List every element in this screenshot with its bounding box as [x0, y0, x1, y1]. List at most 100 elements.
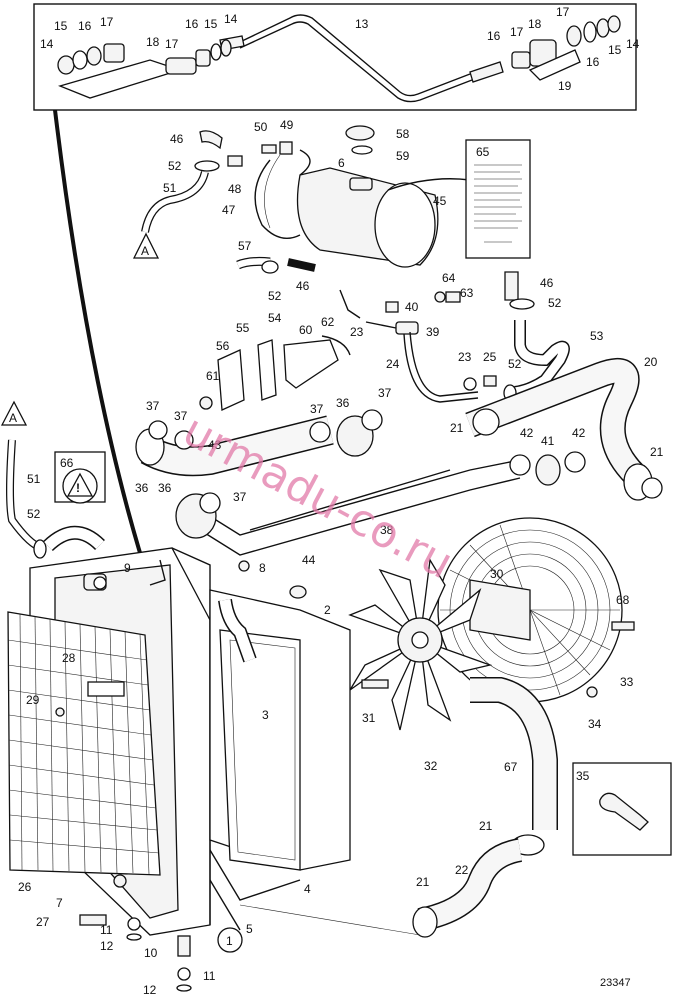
bracket-19	[528, 49, 581, 81]
callout-c52b: 52	[268, 289, 282, 303]
callout-c38: 38	[380, 523, 394, 537]
callout-c58: 58	[396, 127, 410, 141]
callout-c52e: 52	[27, 507, 41, 521]
bracket-56	[217, 349, 245, 411]
callout-c40: 40	[405, 300, 419, 314]
callout-c37d: 37	[378, 386, 392, 400]
callout-c36c: 36	[158, 481, 172, 495]
label-plate-text-lines	[474, 164, 522, 243]
callout-c7: 7	[56, 896, 63, 910]
elbow-46b	[287, 258, 316, 272]
pipe-13	[239, 14, 471, 97]
callout-c49: 49	[280, 118, 294, 132]
nut-17d	[566, 25, 582, 47]
detail-marker-a-left	[0, 400, 28, 426]
inset-pipe-assembly	[33, 3, 637, 111]
callout-c43: 43	[208, 438, 222, 452]
fan-group	[239, 517, 672, 938]
bolt-27	[79, 914, 107, 926]
callout-c15c: 15	[608, 43, 622, 57]
clamp-37b	[174, 430, 194, 450]
callout-c17b: 17	[165, 37, 179, 51]
callout-c33: 33	[620, 675, 634, 689]
callout-c52d: 52	[508, 357, 522, 371]
callout-c17c: 17	[510, 25, 524, 39]
left-hose-group	[6, 439, 106, 559]
callout-c51b: 51	[27, 472, 41, 486]
strap-47-inner	[264, 154, 281, 229]
callout-c14c: 14	[626, 37, 640, 51]
leader-line-22	[239, 904, 421, 936]
callout-c24: 24	[386, 357, 400, 371]
inset-frame	[33, 3, 637, 111]
callout-c62: 62	[321, 315, 335, 329]
clamp-52b	[261, 260, 279, 274]
screw-29	[55, 707, 65, 717]
callout-c20: 20	[644, 355, 658, 369]
callout-c14b: 14	[224, 12, 238, 26]
washer-12a	[126, 933, 142, 941]
pipe-24	[409, 331, 479, 397]
callout-c42a: 42	[520, 426, 534, 440]
callout-c61: 61	[206, 369, 220, 383]
callout-c19: 19	[558, 79, 572, 93]
clamp-23b	[463, 377, 477, 391]
seal-5	[209, 879, 241, 931]
clip-35	[599, 792, 649, 831]
callout-c64: 64	[442, 271, 456, 285]
callout-c36b: 36	[135, 481, 149, 495]
callout-c51a: 51	[163, 181, 177, 195]
clamp-21a	[472, 408, 500, 436]
elbow-46c	[504, 271, 519, 301]
detail-marker-a-left-label: A	[9, 411, 17, 425]
callout-c11b: 11	[203, 969, 216, 983]
seal-4	[209, 849, 301, 901]
callout-c42b: 42	[572, 426, 586, 440]
callout-c68: 68	[616, 593, 630, 607]
bracket-group	[199, 289, 570, 411]
callout-circle-1	[217, 927, 243, 953]
nut-49	[279, 141, 293, 155]
callout-c9: 9	[124, 561, 131, 575]
callout-c12a: 12	[100, 939, 114, 953]
bracket-55	[257, 339, 277, 401]
bolt-8	[238, 560, 250, 572]
callout-c18b: 18	[528, 17, 542, 31]
callout-c46a: 46	[170, 132, 184, 146]
callout-c15a: 15	[54, 19, 68, 33]
cap-9	[93, 576, 107, 590]
callout-c30: 30	[490, 567, 504, 581]
callout-c46b: 46	[296, 279, 310, 293]
callout-c29: 29	[26, 693, 40, 707]
callout-c55: 55	[236, 321, 250, 335]
callout-c18a: 18	[146, 35, 160, 49]
callout-c12b: 12	[143, 983, 157, 997]
clamp-37d	[361, 409, 383, 431]
callout-c41: 41	[541, 434, 555, 448]
callout-c27: 27	[36, 915, 50, 929]
callout-c52a: 52	[168, 159, 182, 173]
washer-12b	[176, 984, 192, 992]
callout-c21b: 21	[650, 445, 664, 459]
callout-c16c: 16	[487, 29, 501, 43]
detail-marker-a-top-label: A	[141, 244, 149, 258]
callout-c44: 44	[302, 553, 316, 567]
inset-leader-arrow	[53, 109, 152, 586]
washer-16b	[210, 43, 222, 61]
callout-c16d: 16	[586, 55, 600, 69]
clamp-52a	[194, 160, 220, 172]
callout-c14a: 14	[40, 37, 54, 51]
clamp-37a	[148, 420, 168, 440]
nut-11b	[177, 967, 191, 981]
hose-group	[135, 358, 663, 556]
washer-15a	[72, 50, 88, 70]
guard-grille-26	[7, 611, 161, 876]
callout-c4: 4	[304, 882, 311, 896]
radiator-group	[7, 547, 351, 992]
callout-c17a: 17	[100, 15, 114, 29]
pipe-62	[339, 289, 361, 319]
pipe-thread-right	[469, 61, 504, 83]
callout-c31: 31	[362, 711, 376, 725]
callout-c50: 50	[254, 120, 268, 134]
bracket-9	[149, 559, 166, 586]
